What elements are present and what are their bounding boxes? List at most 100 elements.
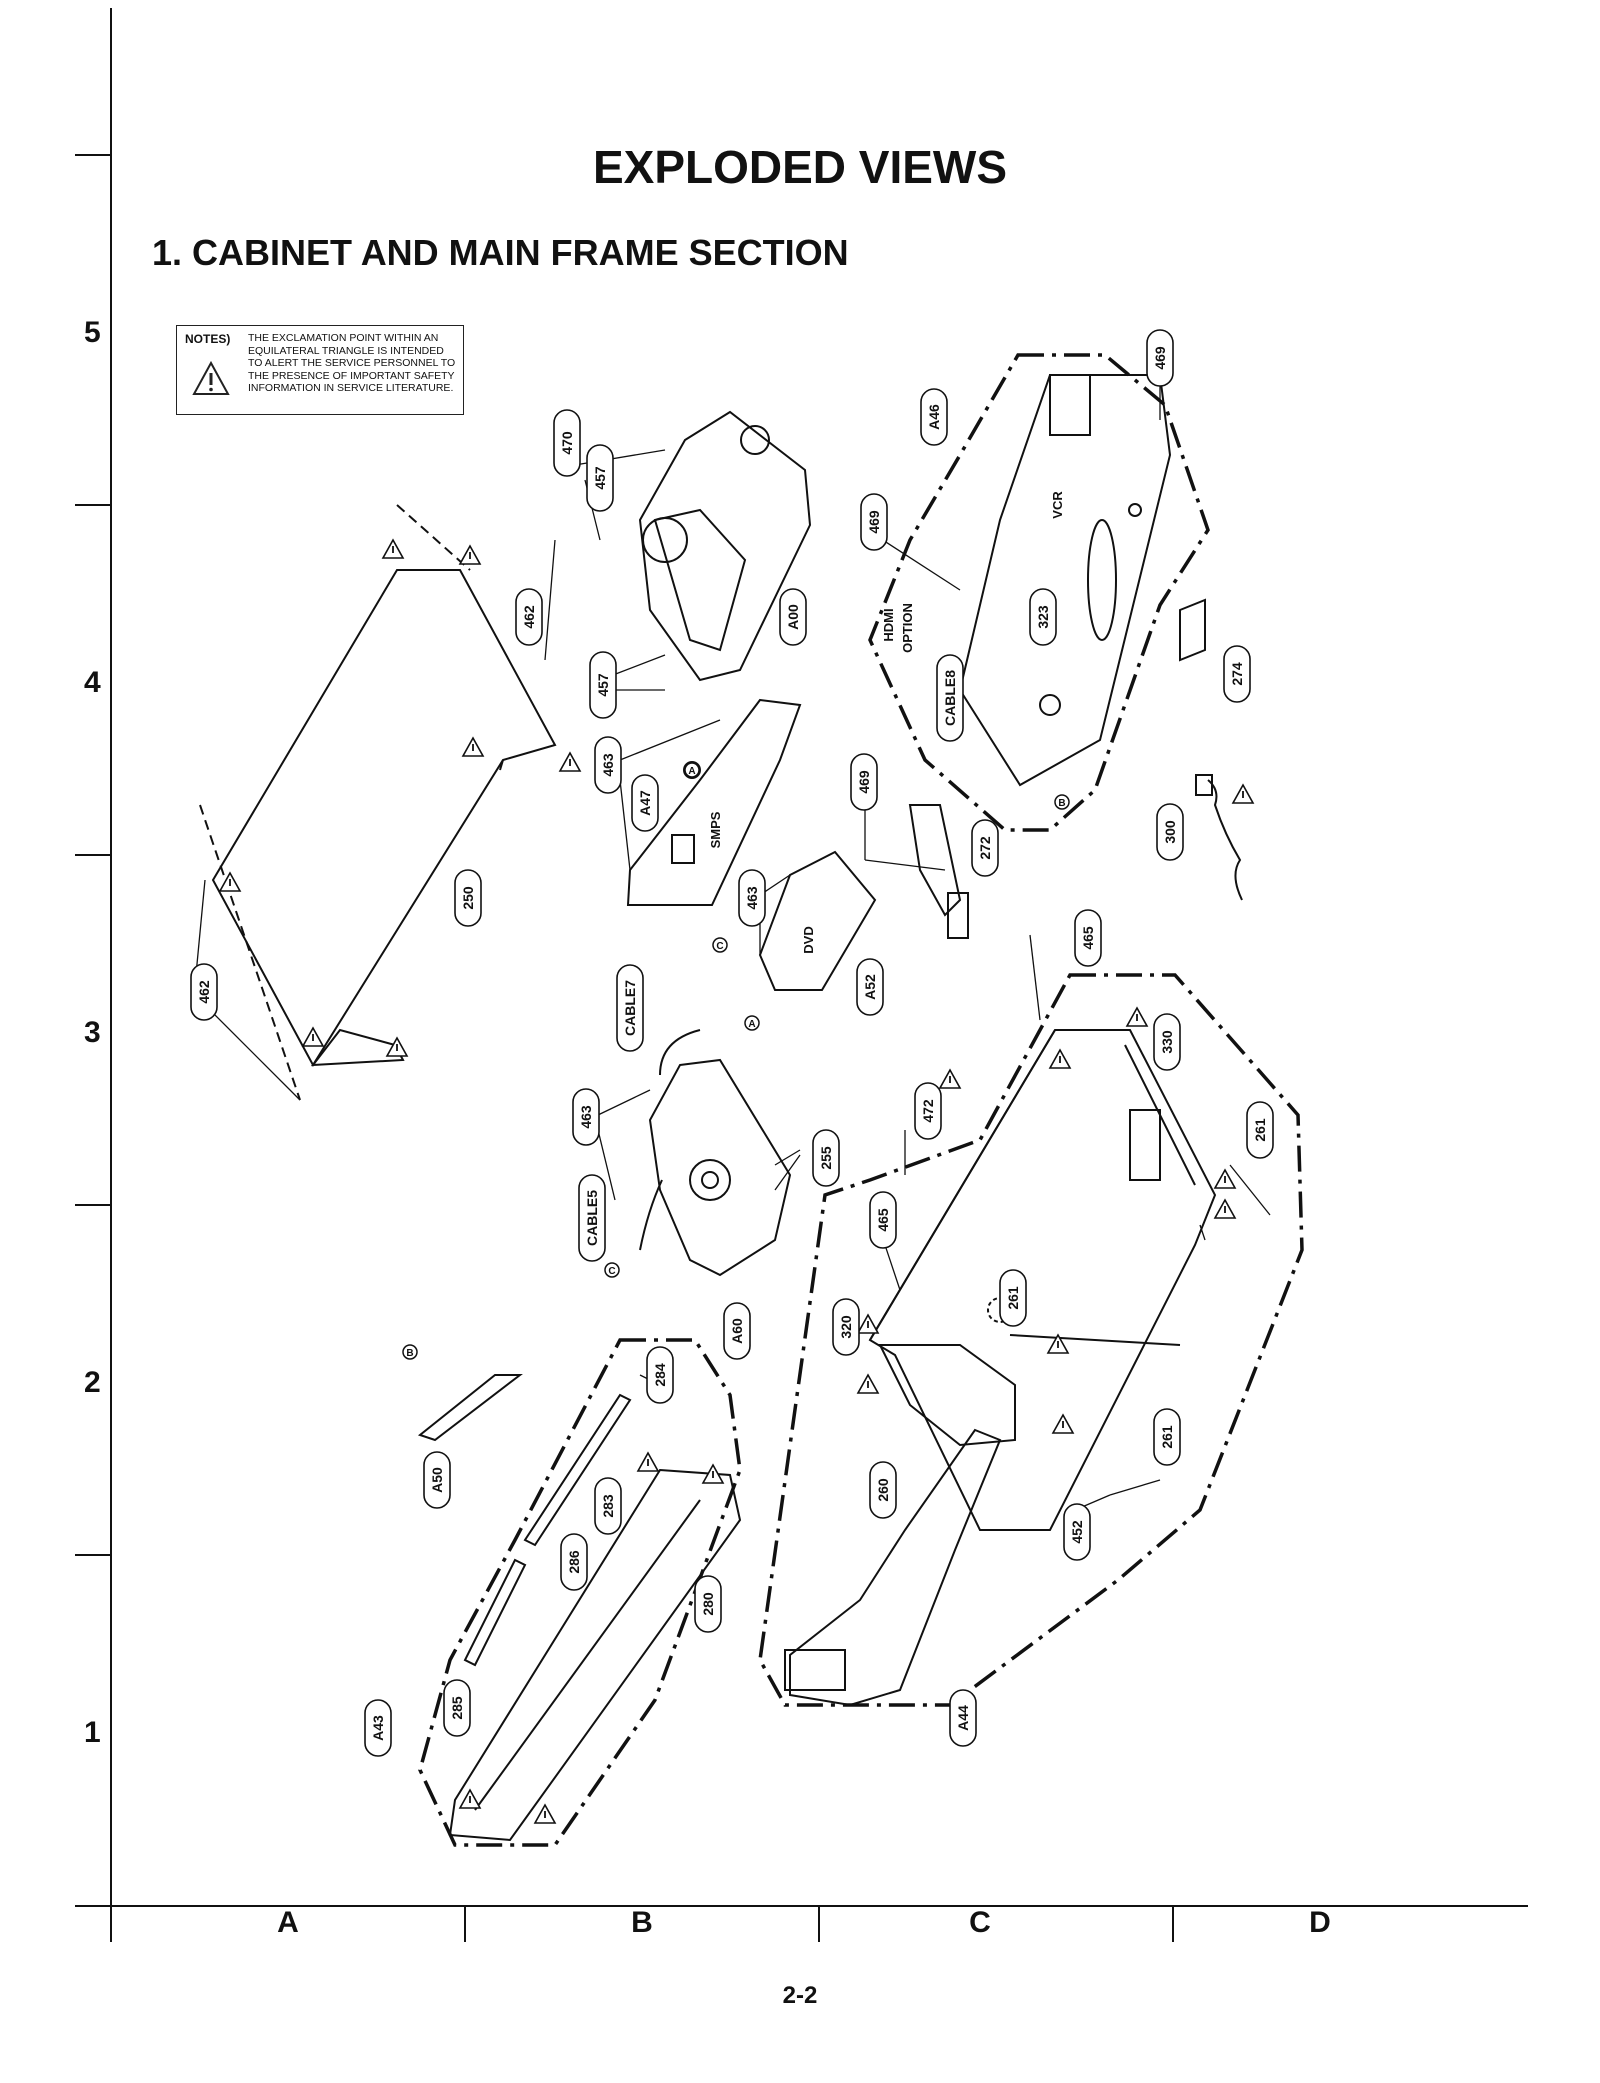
safety-triangle-13 bbox=[856, 1373, 880, 1394]
callout-p261c: 261 bbox=[1153, 1408, 1181, 1466]
top-cover-250 bbox=[199, 504, 557, 1101]
callout-label-a00: A00 bbox=[785, 604, 801, 630]
callout-cable7: CABLE7 bbox=[616, 964, 644, 1052]
safety-triangle-14 bbox=[856, 1313, 880, 1334]
page-frame bbox=[75, 8, 1528, 1942]
callout-p469c: 469 bbox=[850, 753, 878, 811]
callout-p470: 470 bbox=[553, 409, 581, 477]
grid-row-1: 1 bbox=[84, 1716, 101, 1749]
callout-label-cable8: CABLE8 bbox=[942, 670, 958, 726]
callout-p452: 452 bbox=[1063, 1503, 1091, 1561]
dvd-loader-a60 bbox=[639, 1029, 792, 1277]
callout-label-p250: 250 bbox=[460, 886, 476, 910]
callout-label-p260: 260 bbox=[875, 1478, 891, 1502]
board-label-dvd: DVD bbox=[801, 926, 816, 953]
front-panel-a43 bbox=[448, 1393, 742, 1842]
callout-label-cable5: CABLE5 bbox=[584, 1190, 600, 1246]
board-label-vcr: VCR bbox=[1050, 491, 1065, 519]
callout-label-p465a: 465 bbox=[1080, 926, 1096, 950]
callout-cable8: CABLE8 bbox=[936, 654, 964, 742]
connector-274 bbox=[1179, 598, 1206, 662]
callout-a47: A47 bbox=[631, 774, 659, 832]
board-label-smps: SMPS bbox=[708, 811, 723, 848]
callout-label-p274: 274 bbox=[1229, 662, 1245, 686]
side-frame-260 bbox=[784, 1428, 1002, 1707]
callout-label-p452: 452 bbox=[1069, 1520, 1085, 1544]
callout-label-p470: 470 bbox=[559, 431, 575, 455]
callout-p250: 250 bbox=[454, 869, 482, 927]
safety-triangle-6 bbox=[301, 1026, 325, 1047]
callout-p457b: 457 bbox=[589, 651, 617, 719]
callout-a52: A52 bbox=[856, 958, 884, 1016]
callout-p286: 286 bbox=[560, 1533, 588, 1591]
callout-p472: 472 bbox=[914, 1082, 942, 1140]
callout-label-p469a: 469 bbox=[1152, 346, 1168, 370]
callout-p260: 260 bbox=[869, 1461, 897, 1519]
callout-label-p261a: 261 bbox=[1252, 1118, 1268, 1142]
callout-a44: A44 bbox=[949, 1689, 977, 1747]
safety-triangle-12 bbox=[1213, 1198, 1237, 1219]
callout-label-p472: 472 bbox=[920, 1099, 936, 1123]
callout-label-p469c: 469 bbox=[856, 770, 872, 794]
callout-a60: A60 bbox=[723, 1302, 751, 1360]
ref-letter-b1: B bbox=[1058, 798, 1065, 809]
grid-col-c: C bbox=[969, 1906, 991, 1939]
ref-circle-c-a52 bbox=[712, 937, 728, 953]
chassis-frame-330 bbox=[868, 1029, 1217, 1531]
callout-label-p463a: 463 bbox=[600, 753, 616, 777]
ref-letter-a1: A bbox=[688, 766, 695, 777]
callout-label-p300: 300 bbox=[1162, 820, 1178, 844]
callout-p285: 285 bbox=[443, 1679, 471, 1737]
ref-letter-a2: A bbox=[748, 1019, 755, 1030]
board-label-option: OPTION bbox=[900, 603, 915, 653]
reference-markers bbox=[402, 762, 1070, 1360]
callout-label-p462b: 462 bbox=[196, 980, 212, 1004]
assembly-outline-a46 bbox=[868, 353, 1210, 832]
grid-col-a: A bbox=[277, 1906, 299, 1939]
page-title: EXPLODED VIEWS bbox=[592, 141, 1008, 193]
callout-p320: 320 bbox=[832, 1298, 860, 1356]
callout-label-p261c: 261 bbox=[1159, 1425, 1175, 1449]
notes-label: NOTES) bbox=[185, 332, 231, 346]
ref-circle-b-a46 bbox=[1054, 794, 1070, 810]
safety-triangle-16 bbox=[1051, 1413, 1075, 1434]
callout-label-cable7: CABLE7 bbox=[622, 980, 638, 1036]
page-number: 2-2 bbox=[782, 1982, 818, 2009]
bracket-320 bbox=[878, 1344, 1016, 1447]
callout-label-p469b: 469 bbox=[866, 510, 882, 534]
ref-letter-b2: B bbox=[406, 1348, 413, 1359]
callout-label-p272: 272 bbox=[977, 836, 993, 860]
callout-label-p465b: 465 bbox=[875, 1208, 891, 1232]
callout-label-p261b: 261 bbox=[1005, 1286, 1021, 1310]
board-label-hdmi: HDMI bbox=[881, 608, 896, 641]
callout-a46: A46 bbox=[920, 388, 948, 446]
safety-triangle-5 bbox=[218, 871, 242, 892]
smps-board-a47 bbox=[626, 698, 802, 906]
grid-row-5: 5 bbox=[84, 316, 101, 349]
power-cord-300 bbox=[1195, 774, 1243, 901]
main-board-a46 bbox=[958, 374, 1172, 787]
callout-cable5: CABLE5 bbox=[578, 1174, 606, 1262]
callout-p462a: 462 bbox=[515, 588, 543, 646]
ref-letter-c2: C bbox=[608, 1266, 615, 1277]
safety-triangle-8 bbox=[938, 1068, 962, 1089]
callout-p330: 330 bbox=[1153, 1013, 1181, 1071]
grid-col-b: B bbox=[631, 1906, 653, 1939]
callout-label-p457a: 457 bbox=[592, 466, 608, 490]
callout-label-a46: A46 bbox=[926, 404, 942, 430]
callout-p457a: 457 bbox=[586, 444, 614, 512]
board-a50 bbox=[417, 1374, 523, 1442]
ref-letter-c1: C bbox=[716, 941, 723, 952]
safety-triangle-21 bbox=[1231, 783, 1255, 804]
callout-p465b: 465 bbox=[869, 1191, 897, 1249]
callout-label-a47: A47 bbox=[637, 790, 653, 816]
callout-p463b: 463 bbox=[738, 869, 766, 927]
safety-notes-box: NOTES) THE EXCLAMATION POINT WITHIN AN E… bbox=[176, 325, 464, 415]
callout-label-p457b: 457 bbox=[595, 673, 611, 697]
grid-row-3: 3 bbox=[84, 1016, 101, 1049]
callout-label-a60: A60 bbox=[729, 1318, 745, 1344]
callout-p300: 300 bbox=[1156, 803, 1184, 861]
grid-row-4: 4 bbox=[84, 666, 101, 699]
grid-col-d: D bbox=[1309, 1906, 1331, 1939]
callout-label-p462a: 462 bbox=[521, 605, 537, 629]
